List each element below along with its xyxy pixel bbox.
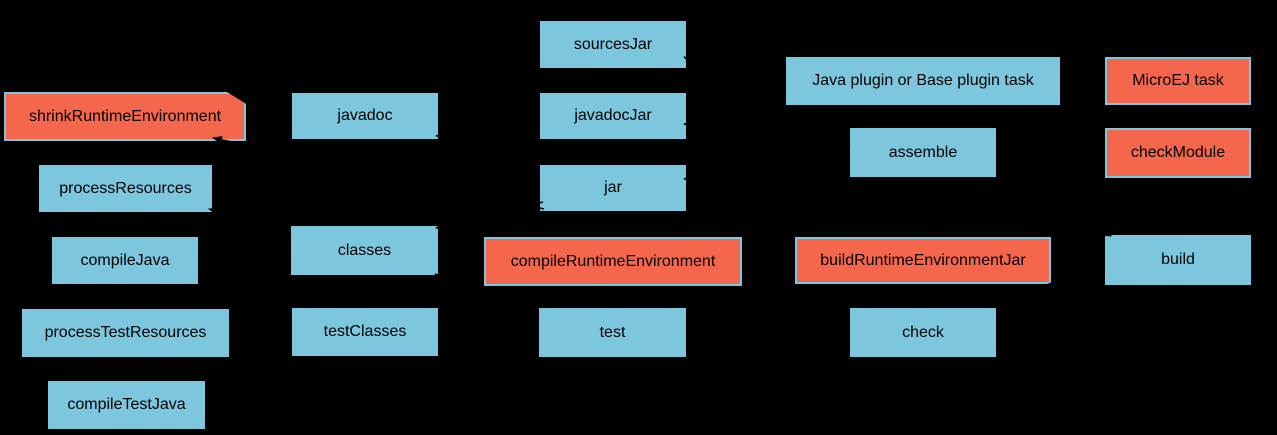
task-node-classes: classes: [291, 226, 438, 275]
task-node-javadoc: javadoc: [292, 93, 438, 139]
dependency-arrow-assemble-to-javadocJar: [683, 121, 851, 149]
dependency-arrow-classes-to-compileJava: [199, 252, 291, 262]
task-node-build: build: [1105, 235, 1251, 285]
dependency-arrow-jar-to-compileRuntimeEnvironment: [520, 211, 558, 235]
task-node-compileTestJava: compileTestJava: [48, 381, 205, 429]
task-node-shrinkRuntimeEnvironment: shrinkRuntimeEnvironment: [4, 92, 246, 141]
task-node-compileJava: compileJava: [52, 237, 198, 284]
task-node-processResources: processResources: [39, 165, 212, 212]
task-node-javadocJar: javadocJar: [540, 93, 686, 139]
dependency-arrow-classes-to-processResources: [208, 207, 291, 231]
task-node-sourcesJar: sourcesJar: [540, 21, 686, 68]
legend-box-legend-microej-task: MicroEJ task: [1105, 57, 1251, 105]
dependency-arrow-check-to-test: [687, 327, 850, 336]
dependency-arrow-javadocJar-to-javadoc: [435, 120, 541, 139]
task-node-compileRuntimeEnvironment: compileRuntimeEnvironment: [484, 237, 742, 286]
task-node-buildRuntimeEnvironmentJar: buildRuntimeEnvironmentJar: [795, 237, 1051, 284]
task-node-test: test: [539, 308, 686, 357]
dependency-arrow-sourcesJar-to-shrinkRuntimeEnvironment: [240, 46, 541, 99]
dependency-arrow-assemble-to-jar: [683, 151, 851, 182]
task-node-testClasses: testClasses: [292, 308, 438, 356]
task-node-check: check: [850, 308, 996, 357]
dependency-arrow-jar-to-shrinkRuntimeEnvironment: [212, 135, 545, 210]
task-node-jar: jar: [540, 165, 686, 211]
task-node-processTestResources: processTestResources: [22, 309, 229, 357]
task-node-assemble: assemble: [850, 128, 996, 177]
dependency-arrow-jar-to-classes: [435, 201, 544, 230]
legend-box-legend-java-task: Java plugin or Base plugin task: [786, 57, 1060, 105]
task-node-checkModule: checkModule: [1105, 128, 1251, 178]
dependency-arrow-build-to-assemble: [985, 177, 1112, 237]
